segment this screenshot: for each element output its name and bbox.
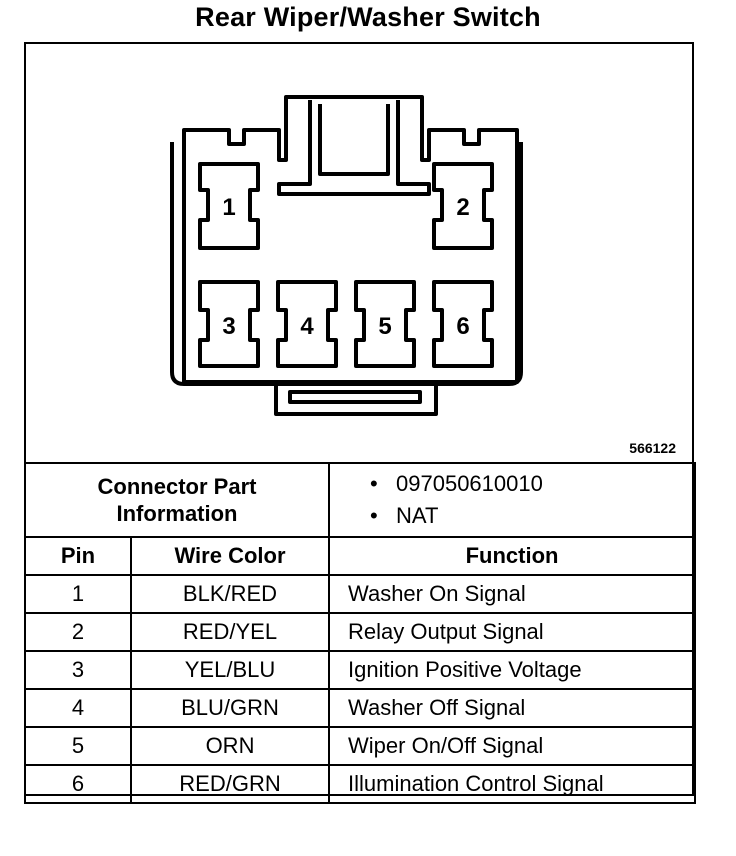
latch-inner [318,104,390,176]
connector-info-label: Connector Part Information [23,462,331,538]
pin-cavity-5 [354,280,416,368]
connector-table: Connector Part Information •097050610010… [23,462,697,804]
function-cell: Wiper On/Off Signal [328,726,697,766]
pin-cell: 4 [24,688,132,728]
table-row: 4 BLU/GRN Washer Off Signal [24,688,697,728]
figure-number: 566122 [629,440,676,456]
pin-label-1: 1 [222,194,235,221]
table-row: 1 BLK/RED Washer On Signal [24,574,697,614]
pin-cell: 6 [24,764,132,804]
pin-cell: 5 [24,726,132,766]
pin-cell: 3 [24,650,132,690]
pin-cavity-2 [432,162,494,250]
connector-info-label-line2: Information [116,501,238,526]
bullet-icon: • [370,503,378,528]
wire-color-cell: YEL/BLU [129,650,331,690]
function-cell: Washer Off Signal [328,688,697,728]
page-title: Rear Wiper/Washer Switch [195,2,541,32]
pin-cavity-1 [198,162,260,250]
wire-color-cell: BLU/GRN [129,688,331,728]
wire-color-cell: BLK/RED [129,574,331,614]
function-cell: Ignition Positive Voltage [328,650,697,690]
part-color: •NAT [370,500,694,532]
connector-inner-outline [170,142,523,386]
pin-label-3: 3 [222,313,235,340]
table-row: 5 ORN Wiper On/Off Signal [24,726,697,766]
bullet-icon: • [370,471,378,496]
key-rail [274,384,438,416]
pin-cavity-4 [276,280,338,368]
connector-info-label-line1: Connector Part [97,474,257,499]
table-row: 2 RED/YEL Relay Output Signal [24,612,697,652]
latch-tab [277,100,431,196]
function-cell: Illumination Control Signal [328,764,697,804]
pin-label-2: 2 [456,194,469,221]
connector-drawing: 1 2 3 4 5 6 [170,95,523,416]
header-wire-color: Wire Color [129,536,331,576]
pin-label-5: 5 [378,313,391,340]
key-slot [288,390,422,404]
pin-cell: 2 [24,612,132,652]
header-function: Function [328,536,697,576]
wire-color-cell: RED/YEL [129,612,331,652]
function-cell: Washer On Signal [328,574,697,614]
pin-cavity-3 [198,280,260,368]
connector-diagram: 1 2 3 4 5 6 566122 [24,42,694,462]
table-row: 6 RED/GRN Illumination Control Signal [24,764,697,804]
function-cell: Relay Output Signal [328,612,697,652]
table-header-row: Pin Wire Color Function [24,536,697,576]
wire-color-cell: ORN [129,726,331,766]
connector-outline [182,95,519,384]
pin-cell: 1 [24,574,132,614]
table-row: 3 YEL/BLU Ignition Positive Voltage [24,650,697,690]
header-pin: Pin [24,536,132,576]
connector-info-row: Connector Part Information •097050610010… [23,462,697,538]
part-number: •097050610010 [370,468,694,500]
connector-info-values: •097050610010 •NAT [328,462,697,538]
pin-label-4: 4 [300,313,314,340]
pin-label-6: 6 [456,313,469,340]
pin-cavity-6 [432,280,494,368]
wire-color-cell: RED/GRN [129,764,331,804]
